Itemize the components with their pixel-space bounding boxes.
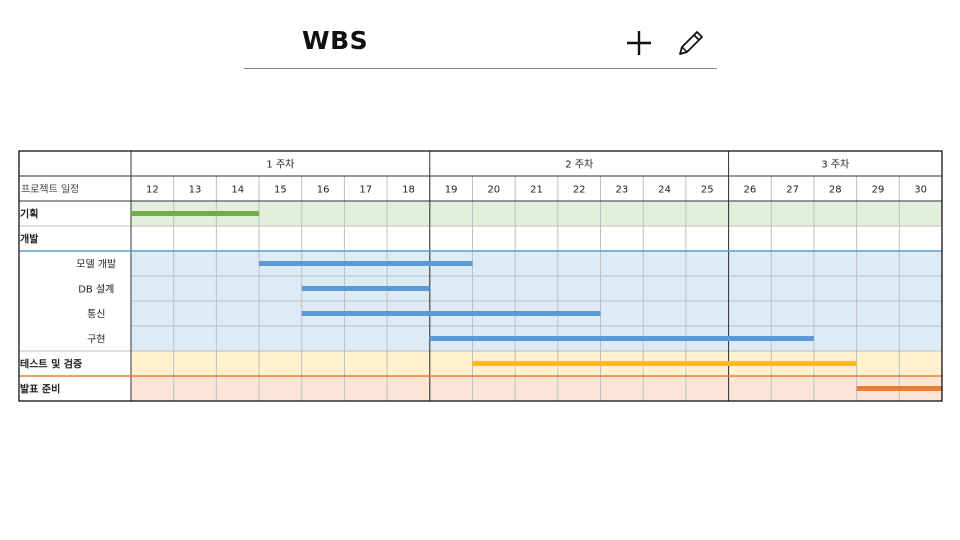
day-label: 22	[573, 185, 586, 196]
day-label: 12	[146, 185, 159, 196]
schedule-header-label: 프로젝트 일정	[21, 184, 79, 196]
task-label: 통신	[87, 309, 105, 321]
row-band	[131, 376, 942, 401]
day-label: 19	[445, 185, 458, 196]
task-label: 구현	[87, 334, 105, 346]
day-label: 17	[359, 185, 372, 196]
gantt-bar	[856, 386, 942, 391]
day-label: 16	[317, 185, 330, 196]
task-label: 모델 개발	[76, 259, 116, 271]
week-label: 2 주차	[565, 159, 593, 171]
add-button[interactable]	[624, 28, 654, 58]
gantt-bar	[429, 336, 814, 341]
day-label: 28	[829, 185, 842, 196]
phase-label: 기획	[20, 208, 38, 221]
gantt-bar	[301, 311, 601, 316]
page-title: WBS	[302, 26, 369, 55]
phase-label: 개발	[20, 233, 39, 246]
day-label: 23	[616, 185, 629, 196]
gantt-bar	[301, 286, 430, 291]
table-border	[18, 150, 943, 402]
phase-label: 발표 준비	[20, 383, 60, 396]
gantt-bar	[259, 261, 473, 266]
day-label: 15	[274, 185, 287, 196]
day-label: 13	[189, 185, 202, 196]
gantt-bar	[472, 361, 857, 366]
row-band	[131, 226, 942, 251]
pencil-icon	[679, 31, 703, 55]
day-label: 18	[402, 185, 415, 196]
row-band	[131, 201, 942, 226]
day-label: 26	[744, 185, 757, 196]
row-band	[131, 251, 942, 276]
day-label: 30	[914, 185, 927, 196]
plus-icon	[627, 31, 651, 55]
gantt-bar	[131, 211, 260, 216]
day-label: 14	[231, 185, 244, 196]
edit-button[interactable]	[676, 28, 706, 58]
day-label: 21	[530, 185, 543, 196]
day-label: 29	[872, 185, 885, 196]
week-label: 1 주차	[266, 159, 294, 171]
day-label: 20	[487, 185, 500, 196]
phase-label: 테스트 및 검증	[20, 358, 82, 371]
week-label: 3 주차	[821, 159, 849, 171]
task-label: DB 설계	[78, 284, 114, 296]
row-band	[131, 276, 942, 301]
day-label: 25	[701, 185, 714, 196]
day-label: 27	[786, 185, 799, 196]
day-label: 24	[658, 185, 671, 196]
header-divider	[244, 68, 717, 69]
